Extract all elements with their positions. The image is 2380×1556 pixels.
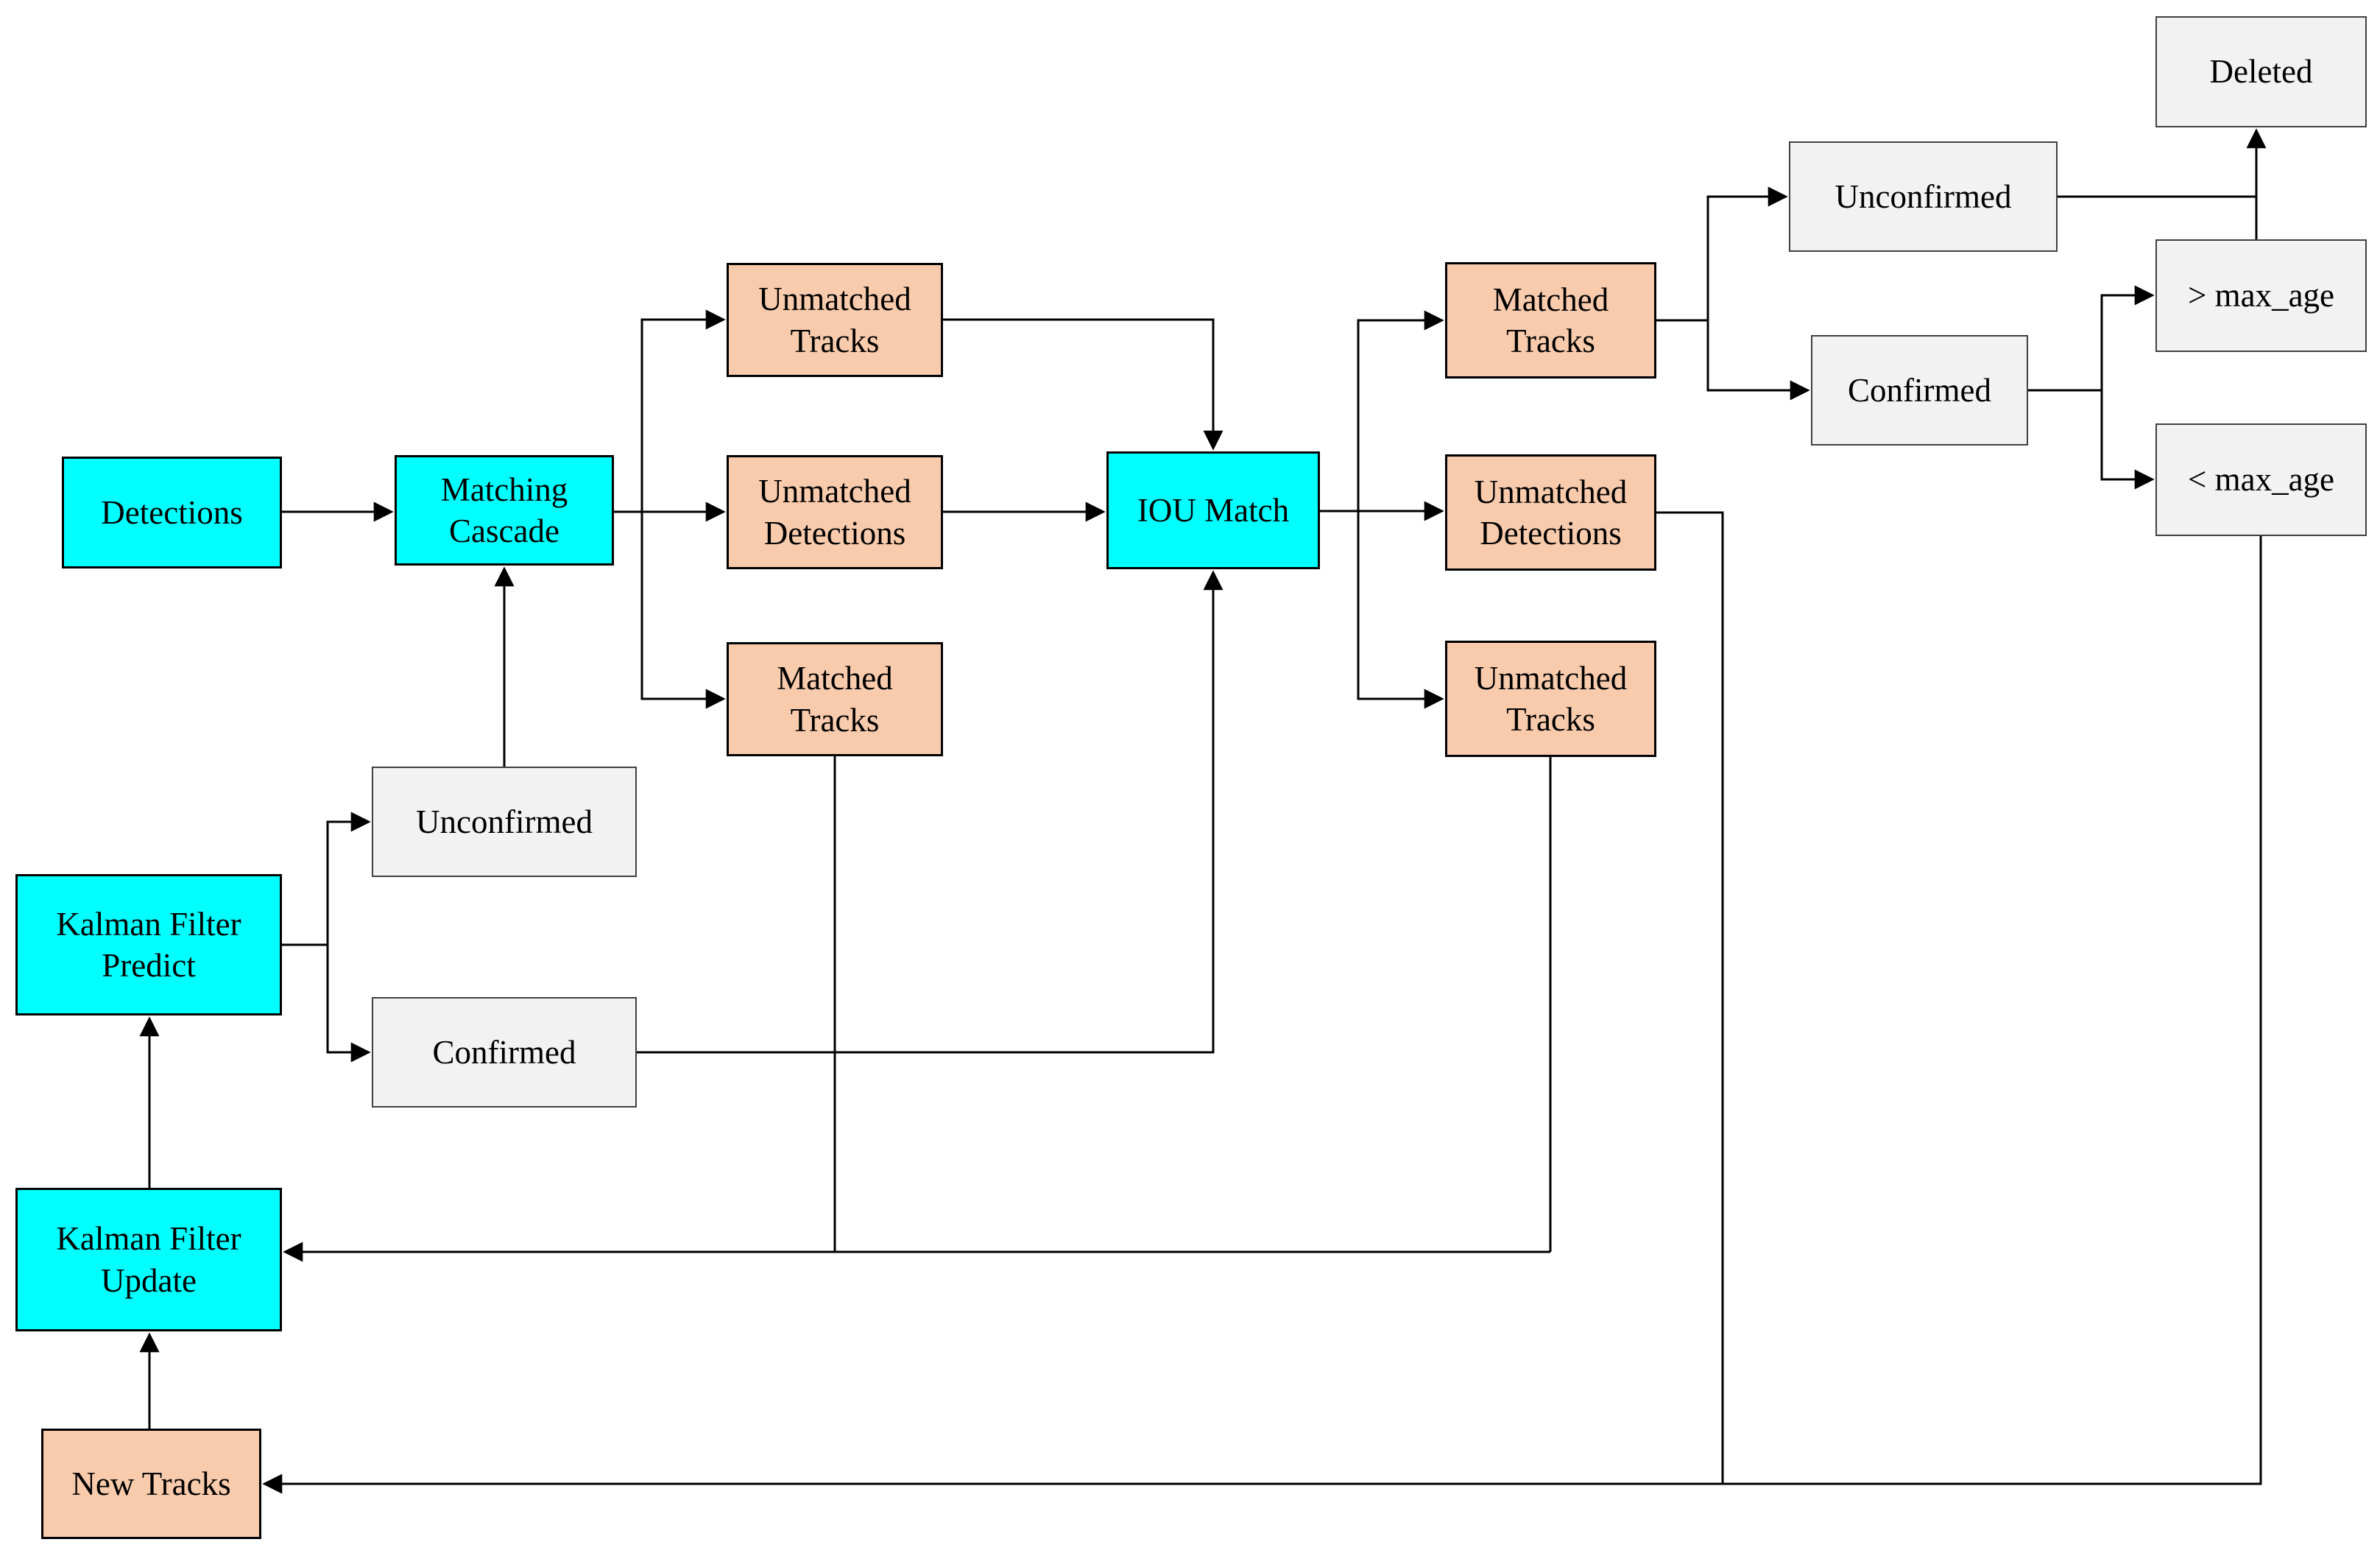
node-matched-tracks-2: Matched Tracks <box>1445 262 1656 379</box>
edge-unmatched-detections-2-new-tracks <box>1656 511 1724 1484</box>
edge-matched-tracks-2-confirmed-2 <box>1706 320 1810 401</box>
node-label: Unmatched Detections <box>758 473 911 552</box>
edge-kalman-predict-unconfirmed-1 <box>282 812 371 946</box>
node-label: Confirmed <box>1848 371 1991 409</box>
node-kalman-filter-predict: Kalman Filter Predict <box>15 874 282 1015</box>
edge-unmatched-tracks-1-iou-match <box>943 318 1223 451</box>
edge-kalman-predict-confirmed-1 <box>326 945 371 1063</box>
node-label: Unmatched Detections <box>1474 473 1628 552</box>
node-lt-max-age: < max_age <box>2155 423 2367 536</box>
edge-iou-match-unmatched-tracks-2 <box>1357 511 1444 709</box>
node-kalman-filter-update: Kalman Filter Update <box>15 1188 282 1331</box>
node-matching-cascade: Matching Cascade <box>395 455 614 566</box>
node-label: Confirmed <box>432 1033 576 1071</box>
node-label: Unconfirmed <box>416 803 593 840</box>
node-unmatched-detections-2: Unmatched Detections <box>1445 454 1656 571</box>
node-matched-tracks-1: Matched Tracks <box>727 642 943 756</box>
node-label: > max_age <box>2187 277 2335 314</box>
node-confirmed-2: Confirmed <box>1811 335 2028 446</box>
edge-lt-max-age-new-tracks <box>262 536 2262 1494</box>
node-label: Matched Tracks <box>1492 281 1609 359</box>
node-label: Deleted <box>2209 53 2313 91</box>
edge-confirmed-2-gt-max-age <box>2028 285 2155 392</box>
node-unmatched-tracks-2: Unmatched Tracks <box>1445 641 1656 757</box>
node-unconfirmed-2: Unconfirmed <box>1789 141 2058 252</box>
node-label: IOU Match <box>1137 491 1290 529</box>
edge-matched-tracks-2-unconfirmed-2 <box>1656 186 1788 322</box>
node-label: New Tracks <box>71 1465 231 1502</box>
node-unmatched-detections-1: Unmatched Detections <box>727 455 943 569</box>
node-new-tracks: New Tracks <box>41 1429 261 1539</box>
node-label: Unmatched Tracks <box>758 281 911 359</box>
node-label: Kalman Filter Predict <box>56 905 241 984</box>
edge-matching-cascade-unmatched-tracks-1 <box>640 309 726 512</box>
node-label: Kalman Filter Update <box>56 1220 241 1299</box>
edge-confirmed-1-iou-match <box>637 570 1223 1054</box>
node-detections: Detections <box>62 457 282 568</box>
node-unmatched-tracks-1: Unmatched Tracks <box>727 263 943 377</box>
edge-matching-cascade-matched-tracks-1 <box>640 512 726 709</box>
node-label: < max_age <box>2187 461 2335 499</box>
node-confirmed-1: Confirmed <box>372 997 637 1108</box>
node-label: Detections <box>101 493 243 531</box>
node-unconfirmed-1: Unconfirmed <box>372 767 637 877</box>
node-label: Matching Cascade <box>440 471 568 549</box>
node-gt-max-age: > max_age <box>2155 239 2367 352</box>
node-label: Unmatched Tracks <box>1474 659 1628 738</box>
node-deleted: Deleted <box>2155 16 2367 127</box>
node-label: Matched Tracks <box>777 660 893 739</box>
edge-confirmed-2-lt-max-age <box>2100 390 2155 490</box>
node-label: Unconfirmed <box>1835 177 2012 215</box>
edge-iou-match-matched-tracks-2 <box>1357 310 1444 511</box>
node-iou-match: IOU Match <box>1106 451 1320 569</box>
